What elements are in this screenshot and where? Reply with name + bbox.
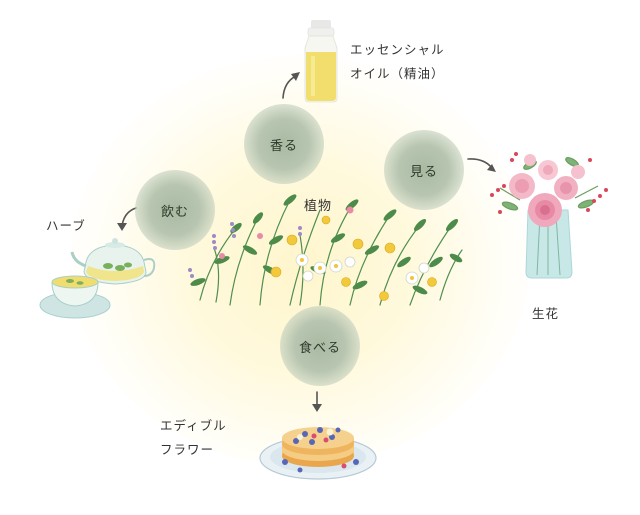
- node-drink: 飲む: [135, 170, 215, 250]
- label-essential-oil: エッセンシャル オイル（精油）: [350, 38, 445, 86]
- node-smell: 香る: [244, 104, 324, 184]
- label-essential-oil-line2: オイル（精油）: [350, 66, 445, 81]
- arrowhead-herb: [117, 223, 127, 231]
- label-essential-oil-line1: エッセンシャル: [350, 42, 445, 57]
- herb-tea-icon: [39, 238, 156, 319]
- oil-bottle-icon: [304, 20, 338, 103]
- arrowhead-flower: [487, 164, 496, 172]
- node-see: 見る: [384, 130, 464, 210]
- arrowhead-oil: [291, 72, 300, 81]
- arrow-to-flower: [467, 158, 493, 169]
- label-edible-flower: エディブル フラワー: [160, 414, 227, 462]
- node-eat: 食べる: [280, 306, 360, 386]
- label-fresh-flower: 生花: [532, 306, 560, 321]
- arrowhead-edible: [312, 404, 322, 412]
- plants-illustration: [188, 194, 463, 306]
- center-label: 植物: [304, 199, 333, 214]
- flower-vase-icon: [490, 152, 608, 279]
- arrow-to-oil: [282, 75, 297, 99]
- label-edible-flower-line1: エディブル: [160, 418, 227, 433]
- pancake-icon: [259, 427, 377, 480]
- label-herb: ハーブ: [46, 218, 86, 233]
- label-edible-flower-line2: フラワー: [160, 442, 215, 457]
